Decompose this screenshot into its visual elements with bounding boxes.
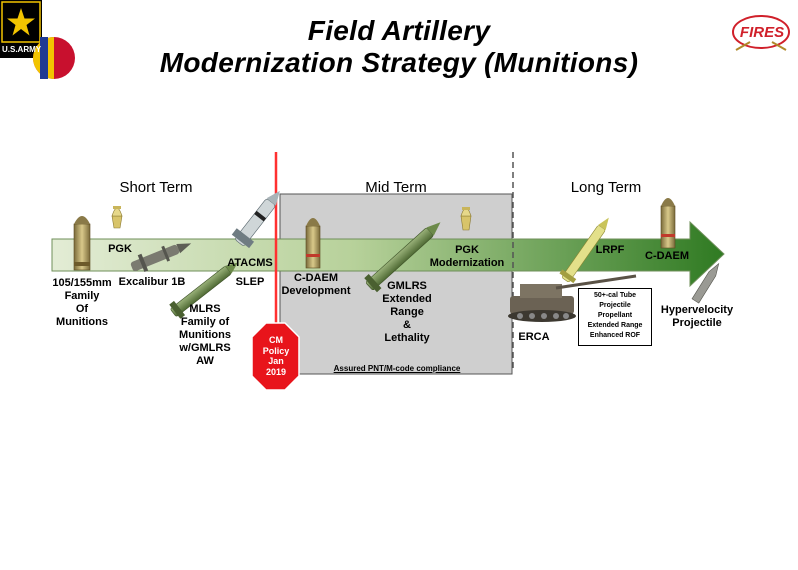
stop-sign-line-3: Jan bbox=[268, 356, 284, 366]
stop-sign-line-2: Policy bbox=[262, 345, 290, 356]
title-line-1: Field Artillery bbox=[307, 15, 491, 46]
mlrs-label: MLRS Family of Munitions w/GMLRS AW bbox=[179, 303, 231, 367]
cdaem-label: C-DAEM bbox=[645, 250, 689, 262]
atacms-label: ATACMS bbox=[227, 257, 273, 269]
gmlrs-er-rocket-icon bbox=[364, 222, 441, 293]
fires-logo-text: FIRES bbox=[739, 24, 785, 41]
pgk-fuze-icon bbox=[111, 206, 123, 229]
tube-box-line-2: Projectile bbox=[599, 302, 631, 309]
cdaem-dev-label: C-DAEM Development bbox=[281, 272, 351, 297]
tube-box-line-4: Extended Range bbox=[587, 322, 643, 329]
lrpf-missile-icon bbox=[559, 217, 609, 284]
hvp-icon bbox=[691, 262, 720, 304]
cdaem-long-shell-icon bbox=[660, 198, 676, 249]
pgk-mod-label: PGK Modernization bbox=[429, 244, 505, 269]
lrpf-label: LRPF bbox=[595, 244, 625, 256]
shell-155-icon bbox=[73, 216, 91, 271]
phase-short-term: Short Term bbox=[119, 179, 193, 196]
stop-sign-text: CM Policy Jan 2019 bbox=[252, 335, 300, 377]
fires-logo: FIRES bbox=[730, 8, 792, 58]
excalibur-icon bbox=[130, 243, 192, 272]
cm-policy-stop-sign bbox=[251, 322, 300, 391]
atacms-missile-icon bbox=[231, 190, 280, 249]
tube-projectile-box: 50+-cal Tube Projectile Propellant Exten… bbox=[578, 288, 652, 346]
tube-box-line-1: 50+-cal Tube bbox=[593, 292, 637, 299]
pnt-note: Assured PNT/M-code compliance bbox=[333, 364, 461, 373]
tube-box-line-5: Enhanced ROF bbox=[589, 332, 641, 339]
phase-long-term: Long Term bbox=[570, 179, 642, 196]
hvp-label: Hypervelocity Projectile bbox=[660, 304, 734, 329]
excalibur-label: Excalibur 1B bbox=[118, 276, 186, 288]
army-logo: U.S.ARMY bbox=[0, 0, 76, 92]
pgk-label: PGK bbox=[108, 243, 132, 255]
tube-box-line-3: Propellant bbox=[597, 312, 633, 319]
phase-mid-term: Mid Term bbox=[365, 179, 427, 196]
stop-sign-line-1: CM bbox=[269, 335, 283, 345]
cdaem-shell-icon bbox=[305, 218, 321, 269]
title-line-2: Modernization Strategy (Munitions) bbox=[159, 47, 639, 78]
gmlrs-er-label: GMLRS Extended Range & Lethality bbox=[382, 280, 432, 344]
pgk-mod-fuze-icon bbox=[460, 207, 472, 231]
erca-howitzer-icon bbox=[508, 274, 637, 322]
family-155-label: 105/155mm Family Of Munitions bbox=[52, 277, 112, 328]
erca-label: ERCA bbox=[518, 331, 550, 343]
army-logo-text: U.S.ARMY bbox=[2, 45, 42, 54]
slep-label: SLEP bbox=[235, 276, 265, 288]
stop-sign-line-4: 2019 bbox=[265, 366, 287, 377]
mlrs-rocket-icon bbox=[169, 262, 238, 319]
